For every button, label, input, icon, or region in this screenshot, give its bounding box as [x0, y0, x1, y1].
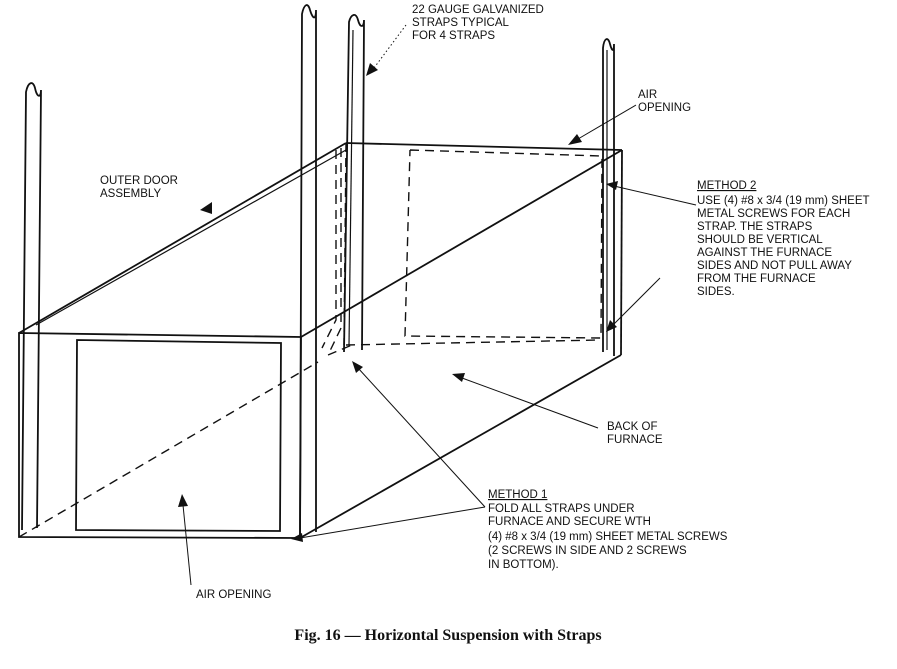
back-of-furnace-arrowhead [452, 373, 465, 382]
method2-arrowhead-upper [606, 181, 618, 190]
straps-note-line-1: 22 GAUGE GALVANIZED [412, 4, 544, 16]
straps [21, 4, 615, 537]
outer-door-line-1: OUTER DOOR [100, 175, 178, 187]
strap-left [21, 82, 42, 531]
method2-line-3: STRAP. THE STRAPS [697, 221, 813, 233]
air-opening-bottom-arrowhead [178, 494, 188, 507]
hidden-strap-fold-2 [326, 148, 353, 357]
method2-leader-upper [613, 185, 697, 206]
strap-back-left [343, 14, 365, 353]
air-opening-bottom-leader [182, 504, 192, 586]
method2-heading: METHOD 2 [697, 180, 756, 192]
method2-line-6: SIDES AND NOT PULL AWAY [697, 260, 852, 272]
method2-line-8: SIDES. [697, 286, 735, 298]
front-air-opening [75, 339, 282, 532]
back-of-furnace-line-2: FURNACE [607, 434, 663, 446]
straps-note-line-3: FOR 4 STRAPS [412, 30, 495, 42]
air-opening-top-line-1: AIR [638, 89, 657, 101]
method2-note: METHOD 2 USE (4) #8 x 3/4 (19 mm) SHEET … [697, 180, 870, 298]
top-left-edge [18, 142, 347, 334]
method2-line-5: AGAINST THE FURNACE [697, 247, 832, 259]
outer-door-arrowhead [200, 202, 212, 214]
strap-back-left-inner [348, 29, 354, 346]
front-face [18, 332, 302, 539]
back-of-furnace-line-1: BACK OF [607, 421, 657, 433]
method2-line-2: METAL SCREWS FOR EACH [697, 208, 850, 220]
method1-arrowhead-up [352, 361, 363, 373]
method1-note: METHOD 1 FOLD ALL STRAPS UNDER FURNACE A… [488, 489, 728, 571]
method1-line-2: FURNACE AND SECURE WTH [488, 516, 651, 528]
hidden-back-opening [404, 149, 603, 339]
back-of-furnace-note: BACK OF FURNACE [607, 421, 663, 446]
figure-caption: Fig. 16 — Horizontal Suspension with Str… [294, 627, 601, 644]
method2-line-1: USE (4) #8 x 3/4 (19 mm) SHEET [697, 195, 870, 207]
straps-arrowhead [366, 63, 378, 76]
top-front-edge [300, 149, 623, 338]
furnace-box [18, 142, 623, 539]
method1-line-3: (4) #8 x 3/4 (19 mm) SHEET METAL SCREWS [488, 531, 728, 543]
method1-heading: METHOD 1 [488, 489, 547, 501]
method1-arrowhead-left [291, 533, 303, 542]
strap-front-right [299, 4, 317, 537]
straps-note-line-2: STRAPS TYPICAL [412, 17, 510, 29]
straps-leader [373, 24, 407, 69]
back-of-furnace-leader [461, 377, 599, 429]
hidden-bottom-edge [18, 361, 319, 538]
hidden-strap-fold [321, 150, 337, 349]
air-opening-top-arrowhead [568, 134, 582, 145]
top-inner-line [35, 149, 347, 326]
method1-line-5: IN BOTTOM). [488, 559, 559, 571]
method2-arrowhead-lower [606, 320, 617, 332]
back-bottom-edge [299, 354, 622, 539]
method1-leader-up [357, 367, 486, 508]
method2-line-4: SHOULD BE VERTICAL [697, 234, 823, 246]
method1-line-4: (2 SCREWS IN SIDE AND 2 SCREWS [488, 545, 687, 557]
air-opening-top-leader [577, 104, 637, 140]
method2-leader-lower [611, 277, 661, 327]
leaders [178, 24, 697, 586]
air-opening-top-note: AIR OPENING [638, 89, 691, 114]
strap-right [602, 38, 615, 356]
air-opening-bottom-label: AIR OPENING [196, 589, 271, 601]
method2-line-7: FROM THE FURNACE [697, 273, 816, 285]
hidden-back-bottom [345, 339, 601, 346]
method1-line-1: FOLD ALL STRAPS UNDER [488, 503, 635, 515]
top-back-edge [345, 142, 623, 151]
outer-door-line-2: ASSEMBLY [100, 188, 161, 200]
method1-leader-left [299, 506, 486, 539]
air-opening-top-line-2: OPENING [638, 102, 691, 114]
straps-note: 22 GAUGE GALVANIZED STRAPS TYPICAL FOR 4… [412, 4, 544, 42]
outer-door-note: OUTER DOOR ASSEMBLY [100, 175, 178, 200]
back-right-edge [620, 149, 623, 356]
